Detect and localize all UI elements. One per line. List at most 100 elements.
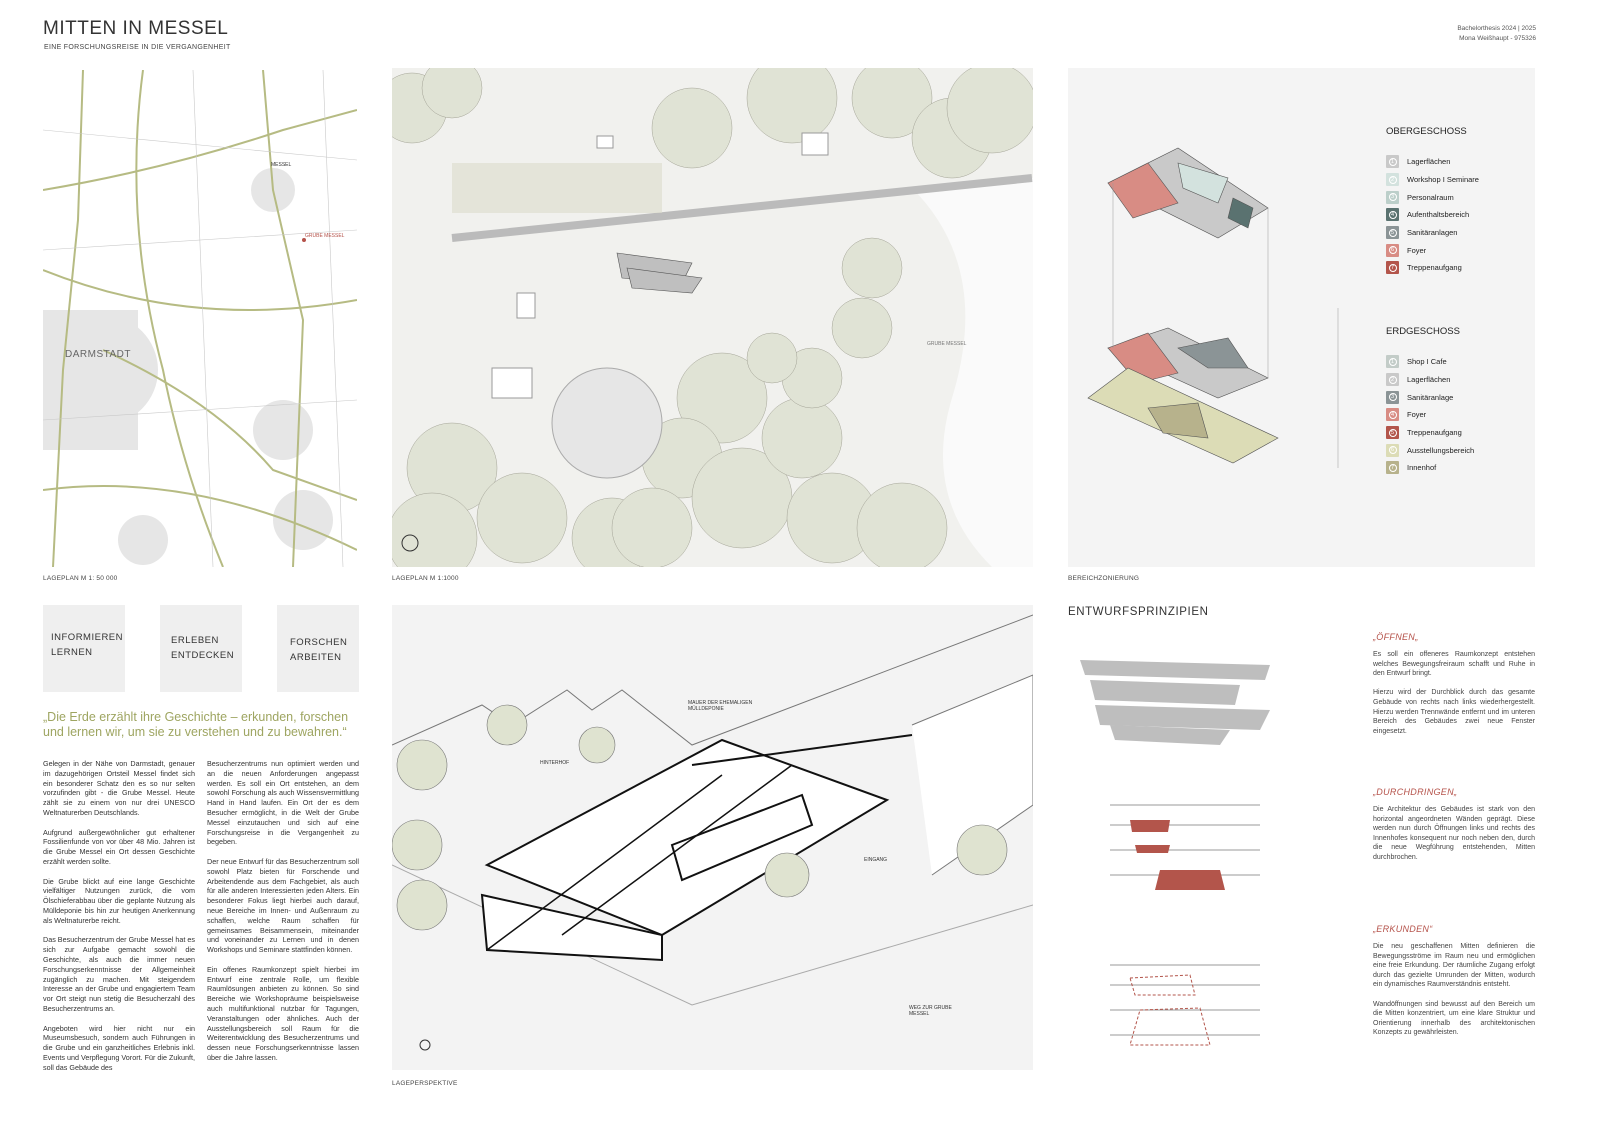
- principle-heading: „DURCHDRINGEN„: [1373, 787, 1458, 797]
- legend-item: 5 Treppenaufgang: [1386, 424, 1474, 442]
- region-map: MESSEL GRUBE MESSEL DARMSTADT: [42, 69, 358, 568]
- pillar-forschen: FORSCHEN ARBEITEN: [277, 605, 359, 692]
- author-name: Mona Weißhaupt - 975326: [1459, 35, 1536, 42]
- principle-erkunden: „ERKUNDEN“ Die neu geschaffenen Mitten d…: [1373, 924, 1535, 1048]
- legend-label: Innenhof: [1407, 463, 1437, 473]
- paragraph: Angeboten wird hier nicht nur ein Museum…: [43, 1023, 195, 1072]
- legend-number: 7: [1388, 263, 1397, 272]
- poster-subtitle: EINE FORSCHUNGSREISE IN DIE VERGANGENHEI…: [44, 44, 231, 51]
- text-column-2: Besucherzentrums nun optimiert werden un…: [207, 759, 359, 1073]
- legend-swatch: 7: [1386, 261, 1399, 275]
- legend-swatch: 1: [1386, 155, 1399, 169]
- legend-number: 1: [1388, 157, 1397, 166]
- pillar-line: INFORMIEREN: [51, 632, 123, 643]
- legend-swatch: 3: [1386, 390, 1399, 404]
- pillar-informieren: INFORMIEREN LERNEN: [43, 605, 125, 692]
- legend-label: Workshop I Seminare: [1407, 175, 1479, 185]
- legend-label: Aufenthaltsbereich: [1407, 210, 1470, 220]
- text-column-1: Gelegen in der Nähe von Darmstadt, genau…: [43, 759, 195, 1082]
- paragraph: Wandöffnungen sind bewusst auf den Berei…: [1373, 1000, 1535, 1037]
- legend-number: 5: [1388, 228, 1397, 237]
- legend-swatch: 4: [1386, 408, 1399, 422]
- quote: „Die Erde erzählt ihre Geschichte – erku…: [43, 710, 349, 739]
- paragraph: Es soll ein offeneres Raumkonzept entste…: [1373, 651, 1535, 678]
- paragraph: Die Architektur des Gebäudes ist stark v…: [1373, 806, 1535, 861]
- legend-number: 3: [1388, 393, 1397, 402]
- label-hinterhof: HINTERHOF: [540, 760, 570, 766]
- legend-number: 6: [1388, 246, 1397, 255]
- paragraph: Besucherzentrums nun optimiert werden un…: [207, 759, 359, 847]
- legend-swatch: 6: [1386, 443, 1399, 457]
- pillar-line: FORSCHEN: [290, 637, 348, 648]
- legend-item: 4 Foyer: [1386, 406, 1474, 424]
- legend-swatch: 4: [1386, 208, 1399, 222]
- map-label-grube: GRUBE MESSEL: [305, 233, 345, 239]
- principle-durchdringen: „DURCHDRINGEN„ Die Architektur des Gebäu…: [1373, 787, 1535, 872]
- pillar-line: LERNEN: [51, 647, 93, 658]
- legend-swatch: 5: [1386, 226, 1399, 240]
- site-plan-drawing: [392, 68, 1033, 567]
- siteplan-caption: LAGEPLAN M 1:1000: [392, 575, 459, 582]
- legend-eg-title: ERDGESCHOSS: [1386, 326, 1460, 337]
- legend-swatch: 2: [1386, 373, 1399, 387]
- paragraph: Hierzu wird der Durchblick durch das ges…: [1373, 689, 1535, 735]
- legend-item: 2 Lagerflächen: [1386, 371, 1474, 389]
- map-label-messel: MESSEL: [271, 162, 292, 168]
- legend-item: 1 Lagerflächen: [1386, 153, 1479, 171]
- perspective-svg: [392, 614, 1033, 1051]
- legend-label: Treppenaufgang: [1407, 263, 1462, 273]
- pillar-line: ERLEBEN: [171, 635, 219, 646]
- legend-swatch: 6: [1386, 243, 1399, 257]
- legend-swatch: 5: [1386, 426, 1399, 440]
- principle-diagrams: [1080, 660, 1270, 1046]
- pillar-erleben: ERLEBEN ENTDECKEN: [160, 605, 242, 692]
- legend-label: Foyer: [1407, 245, 1427, 255]
- legend-number: 4: [1388, 410, 1397, 419]
- label-eingang: EINGANG: [864, 857, 888, 863]
- legend-item: 3 Personalraum: [1386, 188, 1479, 206]
- poster-title: MITTEN IN MESSEL: [43, 18, 229, 39]
- pillar-line: ARBEITEN: [290, 652, 342, 663]
- map-caption: LAGEPLAN M 1: 50 000: [43, 575, 118, 582]
- legend-number: 4: [1388, 210, 1397, 219]
- label-mauer: MAUER DER EHEMALIGEN MÜLLDEPONIE: [688, 700, 753, 712]
- legend-label: Lagerflächen: [1407, 157, 1451, 167]
- legend-label: Lagerflächen: [1407, 375, 1451, 385]
- principle-heading: „ÖFFNEN„: [1373, 632, 1419, 642]
- legend-item: 6 Foyer: [1386, 241, 1479, 259]
- zoning-axonometric: [1087, 147, 1339, 468]
- paragraph: Gelegen in der Nähe von Darmstadt, genau…: [43, 759, 195, 817]
- perspective-drawing: MAUER DER EHEMALIGEN MÜLLDEPONIE HINTERH…: [392, 605, 1033, 1070]
- site-label-grube: GRUBE MESSEL: [927, 341, 967, 347]
- pillar-line: ENTDECKEN: [171, 650, 235, 661]
- zoning-caption: BEREICHZONIERUNG: [1068, 575, 1140, 582]
- paragraph: Die Grube blickt auf eine lange Geschich…: [43, 876, 195, 925]
- site-plan: GRUBE MESSEL: [392, 68, 1033, 567]
- label-weg: WEG ZUR GRUBE MESSEL: [909, 1005, 952, 1017]
- legend-label: Personalraum: [1407, 192, 1454, 202]
- legend-item: 1 Shop I Cafe: [1386, 353, 1474, 371]
- legend-item: 7 Innenhof: [1386, 459, 1474, 477]
- legend-label: Foyer: [1407, 410, 1427, 420]
- paragraph: Aufgrund außergewöhnlicher gut erhaltene…: [43, 827, 195, 866]
- legend-swatch: 3: [1386, 190, 1399, 204]
- legend-number: 5: [1388, 428, 1397, 437]
- thesis-label: Bachelorthesis 2024 | 2025: [1457, 25, 1536, 32]
- legend-number: 1: [1388, 357, 1397, 366]
- legend-label: Treppenaufgang: [1407, 428, 1462, 438]
- legend-label: Shop I Cafe: [1407, 357, 1447, 367]
- paragraph: Das Besucherzentrum der Grube Messel hat…: [43, 935, 195, 1013]
- legend-number: 6: [1388, 446, 1397, 455]
- legend-item: 7 Treppenaufgang: [1386, 259, 1479, 277]
- legend-og-title: OBERGESCHOSS: [1386, 126, 1467, 137]
- legend-item: 4 Aufenthaltsbereich: [1386, 206, 1479, 224]
- paragraph: Ein offenes Raumkonzept spielt hierbei i…: [207, 964, 359, 1062]
- legend-number: 7: [1388, 463, 1397, 472]
